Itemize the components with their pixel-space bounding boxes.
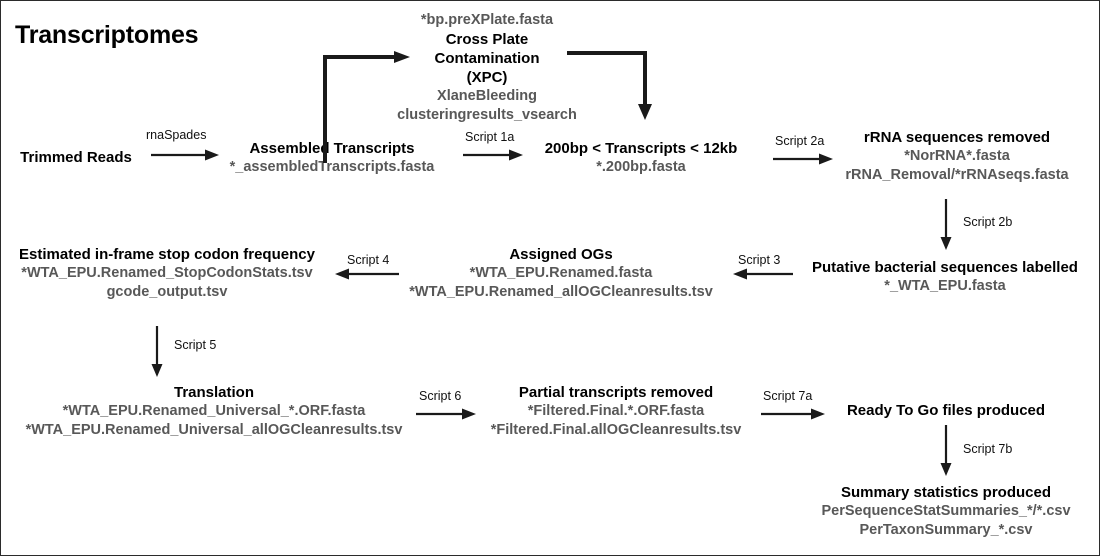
arrow-stop-codon-to-translation [149, 326, 165, 378]
node-ready-to-go-title: Ready To Go files produced [846, 402, 1046, 419]
node-size-filter: 200bp < Transcripts < 12kb *.200bp.fasta [521, 139, 761, 177]
node-partial-removed: Partial transcripts removed *Filtered.Fi… [471, 383, 761, 439]
edge-label-script-4: Script 4 [347, 253, 390, 267]
node-stop-codon-title: Estimated in-frame stop codon frequency [19, 246, 315, 263]
node-size-filter-file-1: *.200bp.fasta [596, 159, 686, 176]
node-cross-plate-file-2: clusteringresults_vsearch [397, 106, 577, 123]
edge-label-script-3: Script 3 [738, 253, 781, 267]
arrow-size-filter-to-rrna [773, 151, 835, 167]
node-rrna-removed-file-1: *NorRNA*.fasta [904, 148, 1010, 165]
node-assigned-ogs: Assigned OGs *WTA_EPU.Renamed.fasta *WTA… [396, 245, 726, 301]
node-translation-file-1: *WTA_EPU.Renamed_Universal_*.ORF.fasta [62, 403, 366, 420]
arrow-rrna-to-bacterial [938, 199, 954, 251]
node-bacterial-labelled-title: Putative bacterial sequences labelled [812, 259, 1078, 276]
edge-label-script-6: Script 6 [419, 389, 462, 403]
node-assigned-ogs-title: Assigned OGs [509, 246, 613, 263]
node-stop-codon-frequency: Estimated in-frame stop codon frequency … [5, 245, 329, 301]
node-partial-removed-title: Partial transcripts removed [518, 384, 714, 401]
edge-label-script-1a: Script 1a [465, 130, 515, 144]
node-rrna-removed: rRNA sequences removed *NorRNA*.fasta rR… [826, 128, 1088, 184]
node-trimmed-reads: Trimmed Reads [11, 148, 141, 167]
node-partial-removed-file-2: *Filtered.Final.allOGCleanresults.tsv [490, 421, 742, 438]
node-size-filter-title: 200bp < Transcripts < 12kb [544, 140, 738, 157]
node-summary-statistics: Summary statistics produced PerSequenceS… [791, 483, 1099, 539]
node-ready-to-go: Ready To Go files produced [831, 401, 1061, 420]
node-translation: Translation *WTA_EPU.Renamed_Universal_*… [5, 383, 423, 439]
node-stop-codon-file-1: *WTA_EPU.Renamed_StopCodonStats.tsv [21, 265, 313, 282]
arrow-assigned-ogs-to-stop-codon [333, 266, 399, 282]
node-translation-file-2: *WTA_EPU.Renamed_Universal_allOGCleanres… [25, 421, 403, 438]
edge-label-script-2b: Script 2b [963, 215, 1013, 229]
edge-label-script-7a: Script 7a [763, 389, 813, 403]
arrow-assembled-to-size-filter [463, 147, 525, 163]
node-cross-plate-file-top: *bp.preXPlate.fasta [420, 12, 554, 28]
node-assembled-transcripts-title: Assembled Transcripts [249, 140, 415, 157]
node-cross-plate-contamination: *bp.preXPlate.fasta Cross Plate Contamin… [383, 11, 591, 124]
node-rrna-removed-title: rRNA sequences removed [863, 129, 1051, 146]
node-cross-plate-title-line2: Contamination [434, 49, 540, 67]
node-summary-statistics-file-1: PerSequenceStatSummaries_*/*.csv [821, 503, 1071, 520]
arrow-partial-to-ready-to-go [761, 406, 827, 422]
node-partial-removed-file-1: *Filtered.Final.*.ORF.fasta [527, 403, 705, 420]
arrow-xpc-to-size-filter [567, 47, 659, 121]
node-assembled-transcripts: Assembled Transcripts *_assembledTranscr… [191, 139, 473, 177]
edge-label-script-7b: Script 7b [963, 442, 1013, 456]
node-assigned-ogs-file-2: *WTA_EPU.Renamed_allOGCleanresults.tsv [409, 283, 713, 300]
node-summary-statistics-title: Summary statistics produced [840, 484, 1052, 501]
edge-label-rnaspades: rnaSpades [146, 128, 207, 142]
node-cross-plate-title-line1: Cross Plate [445, 30, 529, 48]
node-cross-plate-title-line3: (XPC) [466, 68, 508, 86]
edge-label-script-2a: Script 2a [775, 134, 825, 148]
node-assigned-ogs-file-1: *WTA_EPU.Renamed.fasta [469, 265, 653, 282]
arrow-ready-to-go-to-summary [938, 425, 954, 477]
node-rrna-removed-file-2: rRNA_Removal/*rRNAseqs.fasta [845, 166, 1069, 183]
node-bacterial-labelled-file-1: *_WTA_EPU.fasta [884, 278, 1006, 295]
edge-label-script-5: Script 5 [174, 338, 217, 352]
node-bacterial-labelled: Putative bacterial sequences labelled *_… [799, 258, 1091, 296]
arrow-assembled-to-xpc [321, 51, 411, 163]
node-assembled-transcripts-file-1: *_assembledTranscripts.fasta [229, 159, 435, 176]
node-translation-title: Translation [173, 384, 255, 401]
node-summary-statistics-file-2: PerTaxonSummary_*.csv [859, 521, 1033, 538]
node-trimmed-reads-title: Trimmed Reads [20, 149, 132, 166]
arrow-bacterial-to-assigned-ogs [731, 266, 793, 282]
node-cross-plate-file-1: XlaneBleeding [437, 88, 537, 105]
arrow-trimmed-to-assembled [151, 147, 221, 163]
page-title: Transcriptomes [15, 21, 199, 49]
arrow-translation-to-partial [416, 406, 478, 422]
node-stop-codon-file-2: gcode_output.tsv [106, 283, 228, 300]
